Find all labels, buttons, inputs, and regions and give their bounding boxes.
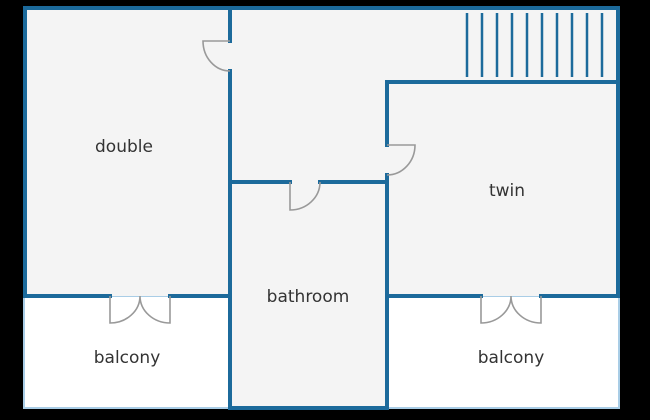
room-label-balcony-left: balcony — [94, 348, 161, 368]
room-label-balcony-right: balcony — [478, 348, 545, 368]
doors — [109, 40, 542, 324]
stairs — [465, 13, 604, 77]
door-twin — [386, 144, 416, 176]
walls — [23, 6, 620, 410]
room-label-twin: twin — [489, 181, 525, 201]
bathroom-floor — [230, 182, 387, 408]
room-label-bathroom: bathroom — [267, 287, 350, 307]
door-bathroom — [289, 181, 321, 211]
balcony-door-right — [480, 295, 542, 324]
room-label-double: double — [95, 137, 153, 157]
balcony-door-left — [109, 295, 171, 324]
door-double — [202, 40, 231, 72]
